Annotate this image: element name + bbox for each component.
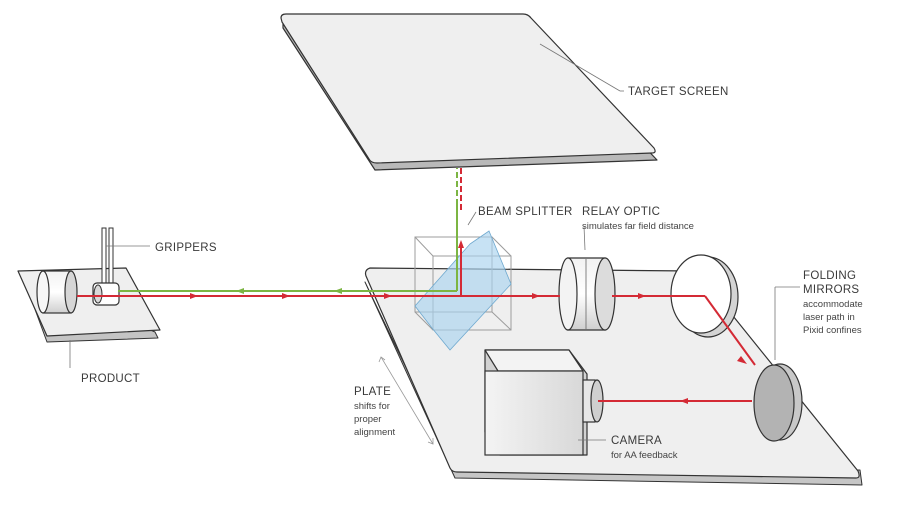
beam-splitter <box>414 230 512 351</box>
return-arrows <box>236 288 342 294</box>
relay-optic <box>558 257 616 331</box>
label-grippers: GRIPPERS <box>155 242 217 254</box>
camera <box>484 349 604 456</box>
label-beam-splitter: BEAM SPLITTER <box>478 206 573 218</box>
laser-arrows <box>190 240 747 404</box>
grippers <box>92 227 120 306</box>
plate-shift-arrow <box>378 356 434 445</box>
label-plate-sub-1: shifts for <box>354 401 390 412</box>
label-folding: FOLDING <box>803 270 857 282</box>
label-product: PRODUCT <box>81 373 140 385</box>
target-screen <box>280 13 658 171</box>
label-folding-sub-3: Pixid confines <box>803 325 862 336</box>
folding-mirror-2 <box>753 363 803 442</box>
label-mirrors: MIRRORS <box>803 284 860 296</box>
label-camera-sub: for AA feedback <box>611 450 678 461</box>
leader-lines <box>69 43 800 441</box>
label-folding-sub-2: laser path in <box>803 312 855 323</box>
folding-mirror-1 <box>670 254 739 338</box>
label-plate-sub-2: proper <box>354 414 382 425</box>
label-target-screen: TARGET SCREEN <box>628 86 729 98</box>
label-relay-optic: RELAY OPTIC <box>582 206 661 218</box>
label-plate-sub-3: alignment <box>354 427 396 438</box>
product-lens <box>36 270 78 314</box>
label-folding-sub-1: accommodate <box>803 299 863 310</box>
label-relay-optic-sub: simulates far field distance <box>582 221 694 232</box>
label-plate: PLATE <box>354 386 392 398</box>
laser-green-path <box>118 168 458 292</box>
label-camera: CAMERA <box>611 435 663 447</box>
laser-red-path <box>77 168 756 402</box>
